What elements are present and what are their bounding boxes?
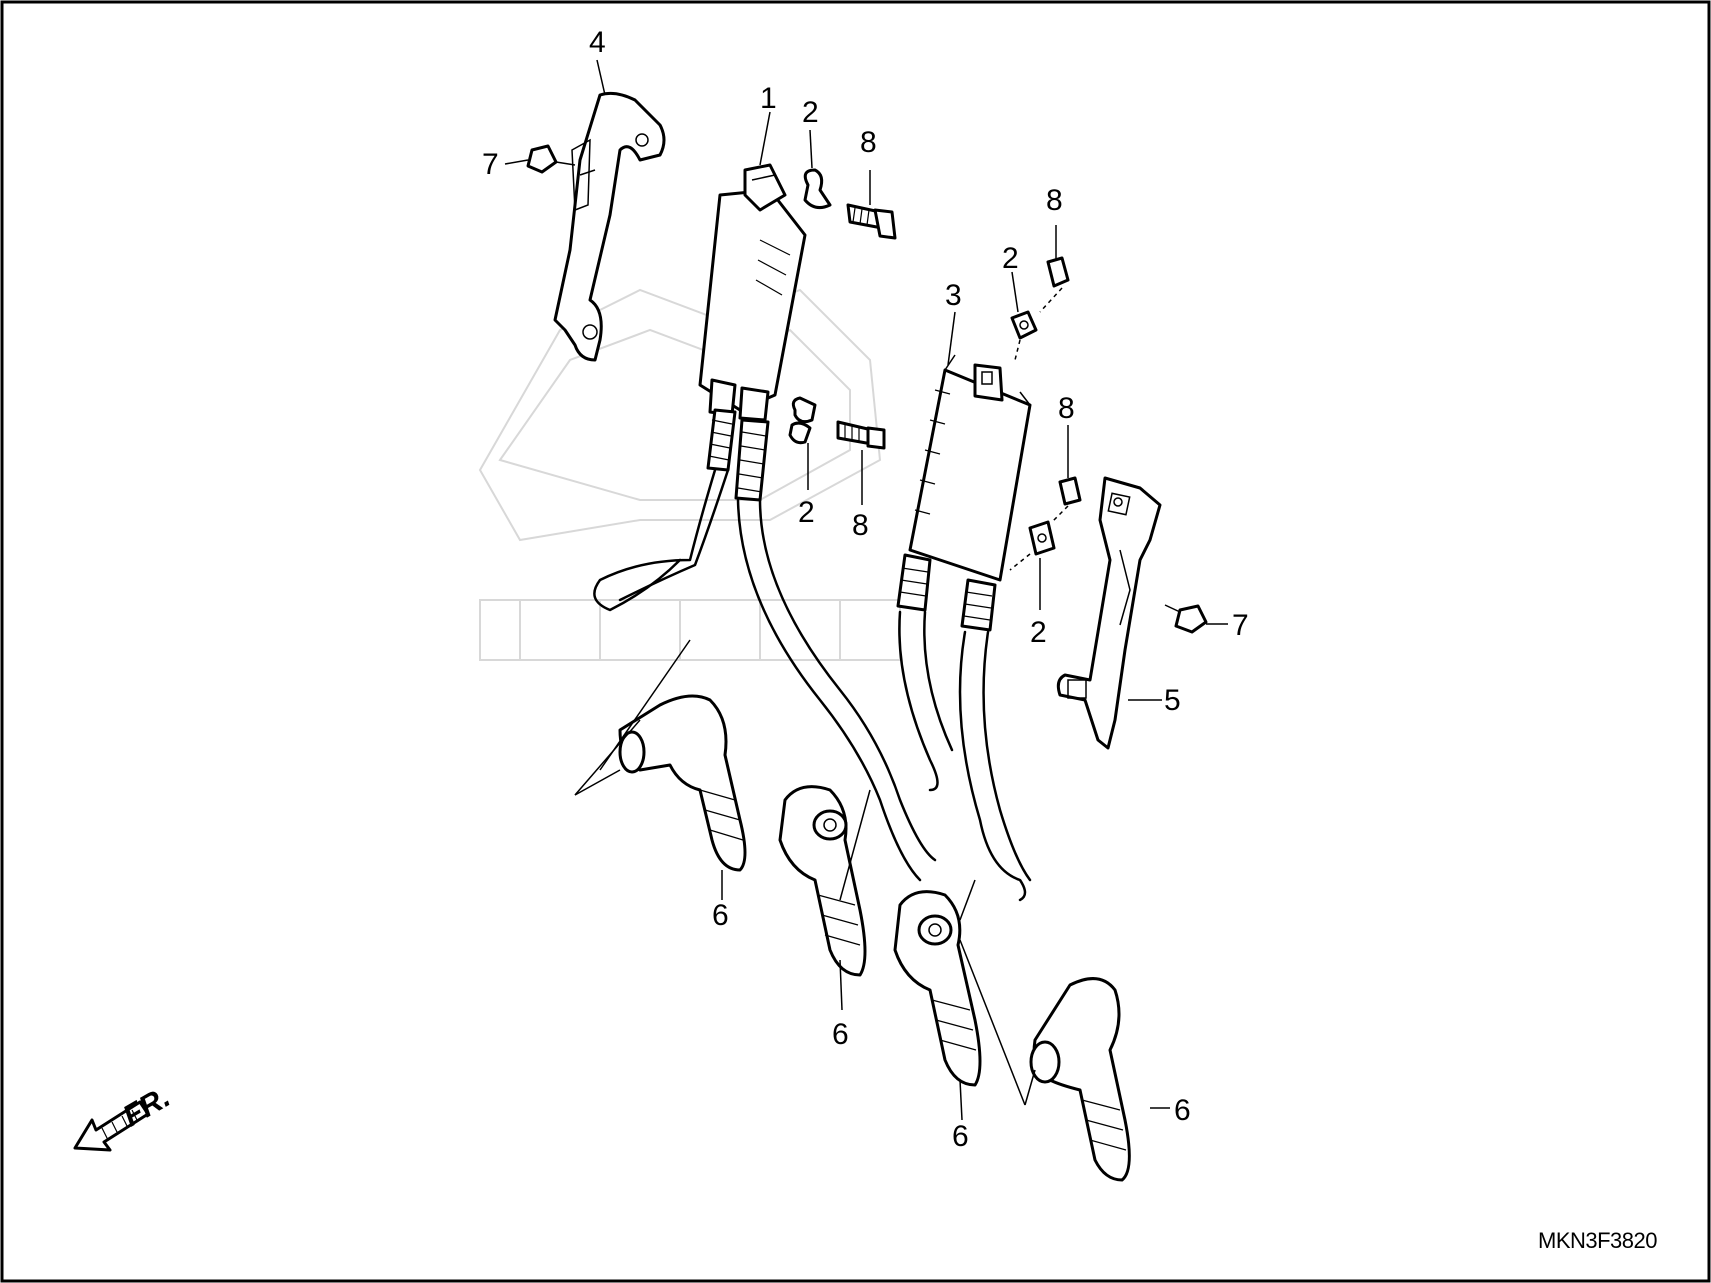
callout-8-lower: 8 xyxy=(852,509,869,542)
bolt-8-right-lower xyxy=(1058,476,1082,506)
callout-7-left: 7 xyxy=(482,148,499,181)
callout-8-top: 8 xyxy=(860,126,877,159)
plug-cap-3 xyxy=(893,890,982,1087)
ignition-coil-left xyxy=(698,163,807,422)
arrow-down-left-icon xyxy=(73,1100,150,1152)
bracket-lower-right xyxy=(1056,476,1162,750)
bracket-upper-left xyxy=(553,91,666,362)
callout-2-top: 2 xyxy=(802,96,819,129)
callout-4: 4 xyxy=(589,26,606,59)
washer-2-right-lower xyxy=(1028,520,1056,556)
bolt-8-top xyxy=(846,203,897,240)
callout-6-d: 6 xyxy=(1174,1094,1191,1127)
bolt-7-right xyxy=(1164,604,1228,634)
coil-left-cable-1 xyxy=(593,408,737,612)
callout-6-b: 6 xyxy=(832,1018,849,1051)
bolt-8-lower xyxy=(836,420,886,450)
callout-6-c: 6 xyxy=(952,1120,969,1153)
front-direction-indicator: FR. xyxy=(73,1081,176,1152)
callout-8-right-top: 8 xyxy=(1046,184,1063,217)
callout-1: 1 xyxy=(760,82,777,115)
coil-left-cable-2 xyxy=(734,418,937,882)
callout-3: 3 xyxy=(945,279,962,312)
plug-cap-2 xyxy=(778,785,867,977)
washer-2-right-top xyxy=(1010,310,1038,340)
plug-cap-4 xyxy=(1029,977,1131,1182)
callout-2-lower: 2 xyxy=(798,496,815,529)
ignition-coil-right xyxy=(896,354,1032,902)
callout-8-right-mid: 8 xyxy=(1058,392,1075,425)
bolt-8-right-top xyxy=(1046,256,1070,288)
callout-2-right-top: 2 xyxy=(1002,242,1019,275)
plug-cap-1 xyxy=(618,694,747,872)
clip-2-top xyxy=(803,168,832,210)
watermark-logo xyxy=(478,288,901,661)
clip-2-lower xyxy=(788,396,817,445)
callout-5: 5 xyxy=(1164,684,1181,717)
diagram-code: MKN3F3820 xyxy=(1538,1228,1657,1253)
callout-7-right: 7 xyxy=(1232,609,1249,642)
callout-2-right-lower: 2 xyxy=(1030,616,1047,649)
bolt-7-left xyxy=(504,144,576,174)
callout-6-a: 6 xyxy=(712,899,729,932)
